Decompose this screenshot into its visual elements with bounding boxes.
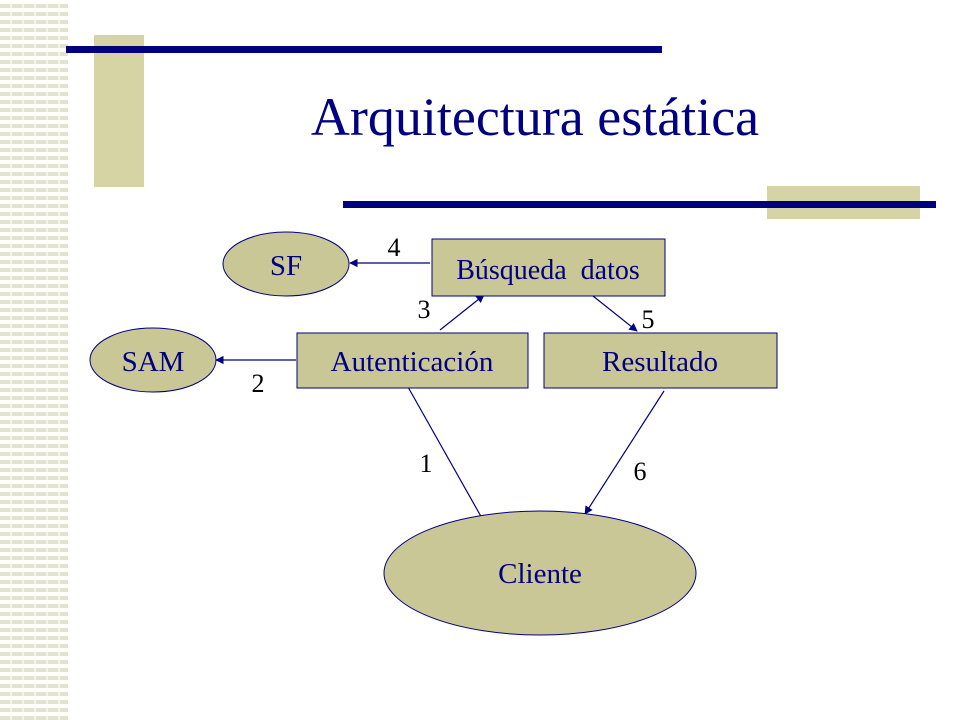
node-sf: [222, 231, 350, 297]
edge-5-label: 5: [642, 305, 655, 334]
node-cliente: [383, 510, 697, 636]
node-sam-label: SAM: [122, 346, 185, 378]
edge-6-label: 6: [634, 457, 647, 486]
node-busqueda-datos-label: Búsqueda datos: [456, 255, 640, 286]
node-autenticacion-label: Autenticación: [331, 346, 494, 378]
edge-3-line: [439, 294, 485, 331]
node-resultado-label: Resultado: [602, 346, 718, 378]
node-sf-label: SF: [270, 250, 302, 282]
node-autenticacion: [296, 332, 529, 389]
edge-3-label: 3: [418, 295, 431, 324]
edge-4-label: 4: [388, 233, 401, 262]
node-cliente-label: Cliente: [498, 558, 582, 590]
edge-1-line: [407, 386, 484, 521]
edge-5-line: [592, 295, 638, 332]
edge-2-label: 2: [252, 369, 265, 398]
node-sam: [89, 327, 217, 393]
decorative-stripes: [0, 0, 68, 720]
edge-6-line: [584, 390, 665, 515]
slide-title: Arquitectura estática: [310, 87, 760, 147]
node-busqueda-datos: [431, 238, 666, 297]
top-accent-bar: [66, 46, 662, 53]
bottom-accent-bar: [343, 201, 936, 208]
accent-block-vertical: [94, 35, 144, 187]
node-resultado: [543, 332, 778, 389]
edge-1-label: 1: [420, 449, 433, 478]
